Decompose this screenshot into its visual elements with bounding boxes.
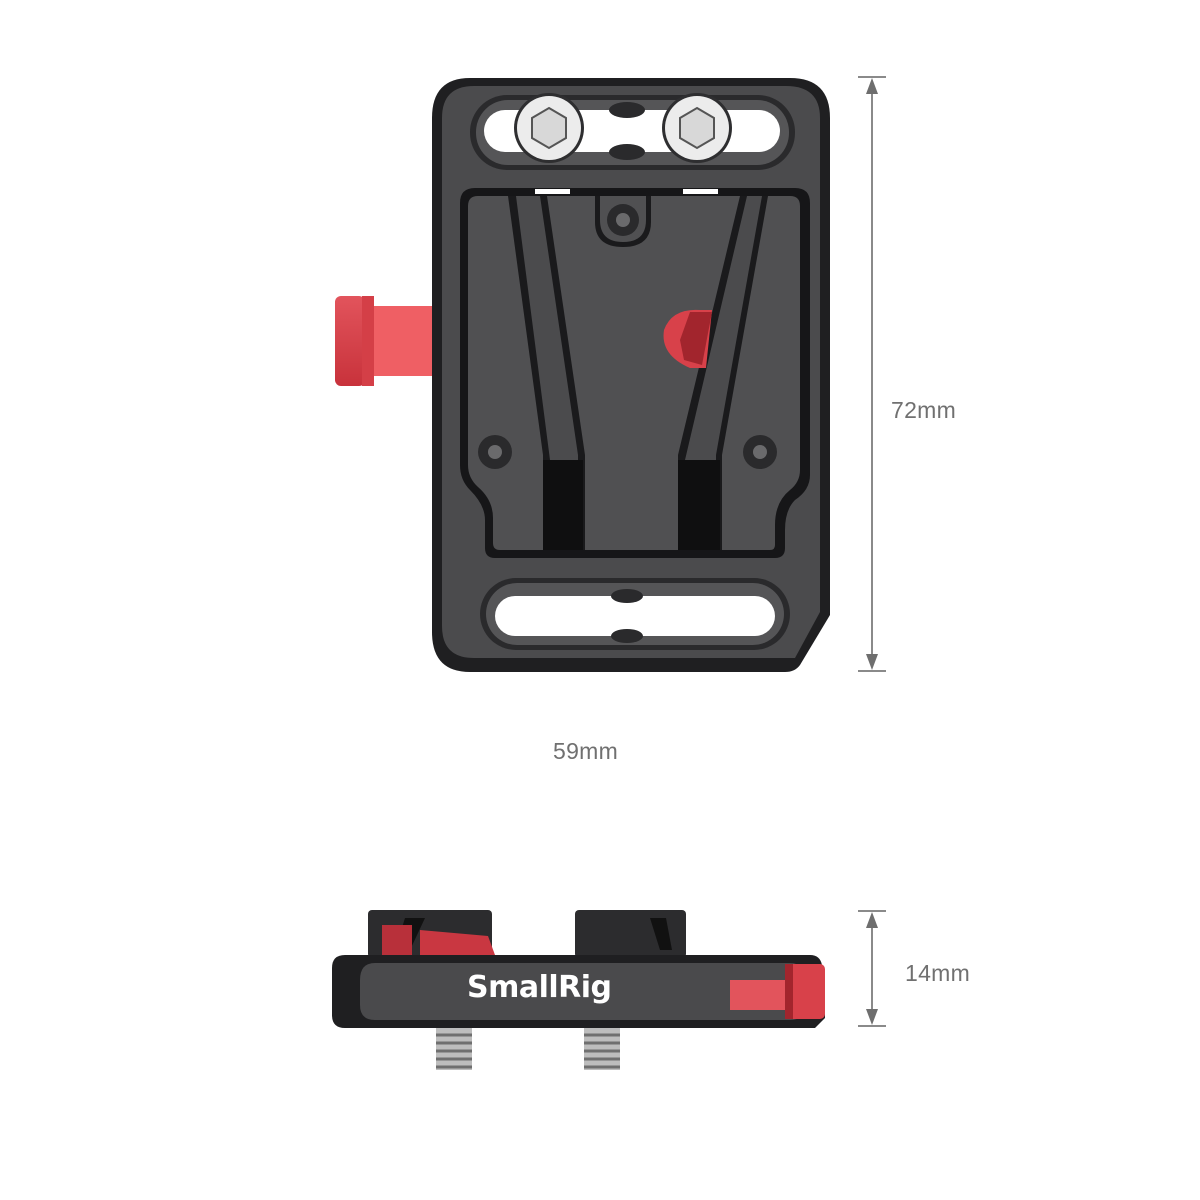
screw-icon <box>662 93 732 163</box>
latch-icon <box>663 309 712 368</box>
bottom-mounting-slot <box>480 578 790 650</box>
side-view-drawing <box>332 910 886 1070</box>
thickness-dimension-line <box>858 910 886 1027</box>
height-label: 72mm <box>891 397 957 423</box>
front-view-drawing <box>335 76 886 672</box>
height-dimension-line <box>858 76 886 672</box>
brand-logo: SmallRig <box>467 970 612 1005</box>
screw-thread-icon <box>584 1028 620 1070</box>
thickness-label: 14mm <box>905 960 971 986</box>
v-mount-recess <box>460 188 810 558</box>
front-view <box>335 76 886 672</box>
width-label: 59mm <box>553 738 619 764</box>
screw-icon <box>514 93 584 163</box>
side-view <box>0 880 1200 1100</box>
screw-thread-icon <box>436 1028 472 1070</box>
